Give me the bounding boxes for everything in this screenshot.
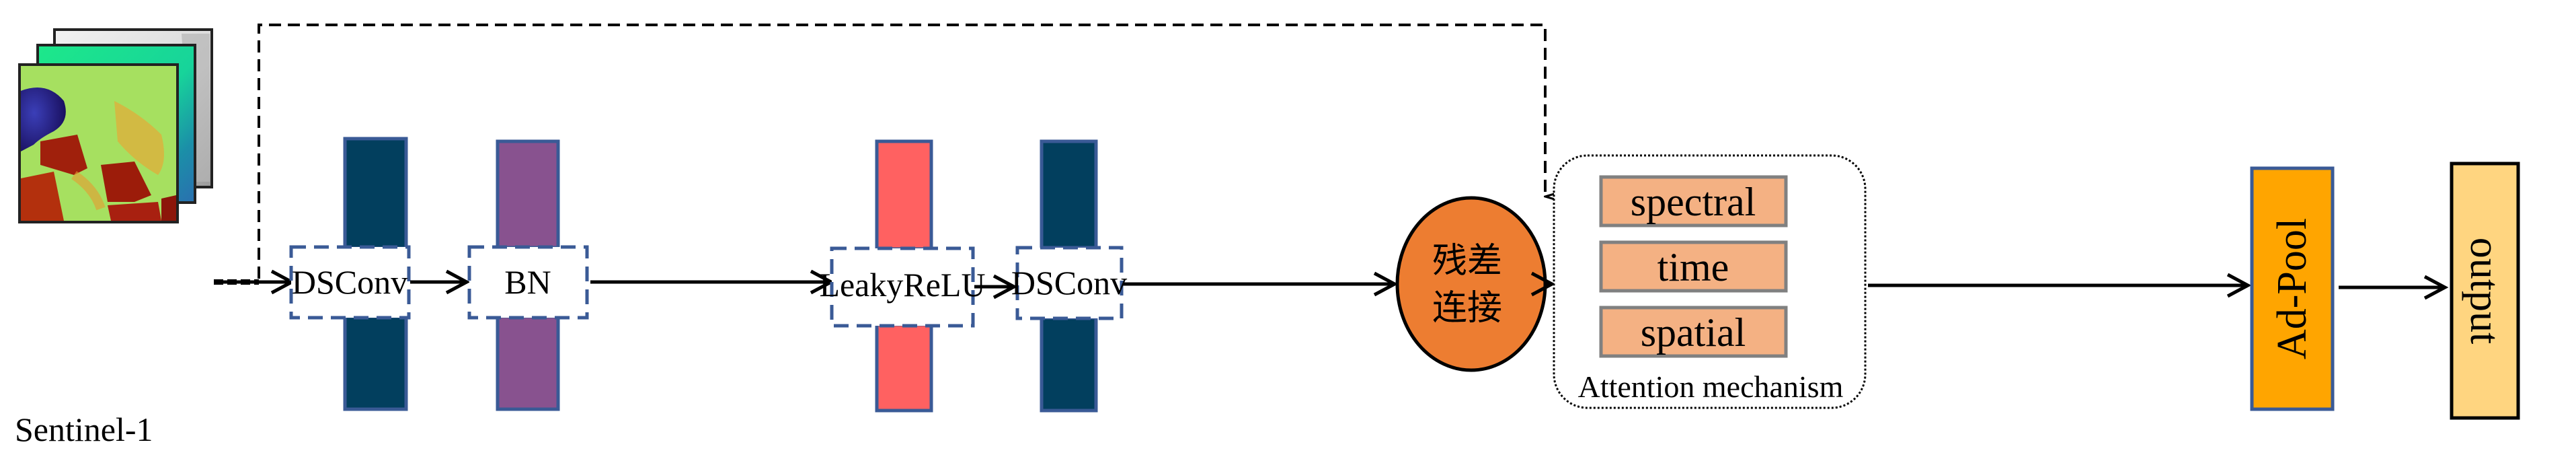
residual-label-line1: 残差: [1432, 241, 1502, 281]
block-leakyrelu: LeakyReLU: [819, 139, 986, 413]
attention-item-spatial: [1599, 306, 1788, 358]
block-dsconv-1: DSConv: [289, 137, 411, 411]
feature-bar-bottom: [1040, 316, 1098, 413]
attention-item-spatial-label: spatial: [1641, 310, 1746, 355]
block-bn: BN: [467, 139, 589, 411]
attention-item-time-label: time: [1657, 245, 1729, 289]
feature-bar-top: [1040, 139, 1098, 250]
input-image-stack: Sentinel-1: [15, 28, 213, 448]
dsconv-1-box: [289, 245, 411, 320]
dsconv-1-label: DSConv: [292, 263, 407, 301]
attention-item-time: [1599, 240, 1788, 293]
attention-item-spectral: [1599, 175, 1788, 227]
feature-bar-bottom: [496, 314, 560, 411]
dsconv-2-box: [1015, 246, 1124, 320]
attention-item-spectral-label: spectral: [1631, 180, 1756, 224]
ad-pool-box: [2250, 166, 2335, 411]
block-dsconv-2: DSConv: [1011, 139, 1127, 413]
feature-bar-bottom: [875, 322, 933, 413]
residual-node: 残差 连接: [1395, 196, 1547, 372]
feature-bar-bottom: [343, 314, 408, 411]
leakyrelu-box: [830, 246, 975, 328]
ad-pool-block: Ad-Pool: [2250, 166, 2335, 411]
bn-box: [467, 245, 589, 320]
residual-circle: [1395, 196, 1547, 372]
output-block: output: [2450, 162, 2520, 420]
feature-bar-top: [343, 137, 408, 250]
output-label: output: [2462, 238, 2507, 344]
output-box: [2450, 162, 2520, 420]
leakyrelu-label: LeakyReLU: [819, 266, 985, 304]
ad-pool-label: Ad-Pool: [2269, 218, 2315, 359]
bn-label: BN: [504, 263, 551, 301]
image-layer-falsecolor: [18, 63, 179, 223]
input-label: Sentinel-1: [15, 411, 153, 448]
attention-mechanism: spectral time spatial Attention mechanis…: [1553, 154, 1867, 409]
residual-label-line2: 连接: [1432, 288, 1502, 328]
attention-title: Attention mechanism: [1578, 370, 1844, 404]
dsconv-2-label: DSConv: [1011, 264, 1127, 302]
feature-bar-top: [496, 139, 560, 250]
feature-bar-top: [875, 139, 933, 251]
